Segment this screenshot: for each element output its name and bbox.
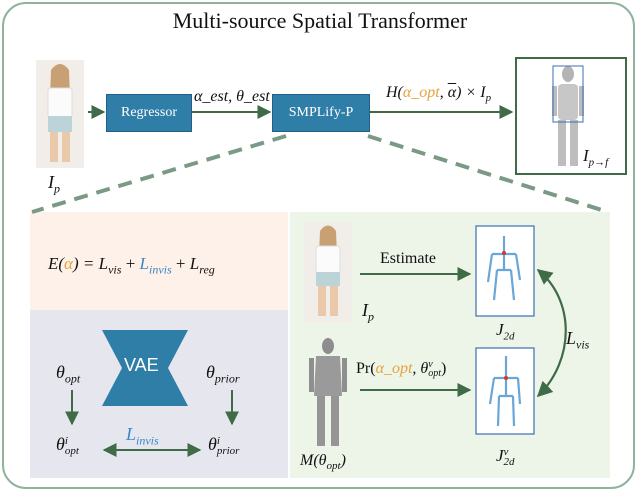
l-vis-label: Lvis bbox=[566, 328, 590, 352]
output-mesh-person bbox=[552, 65, 584, 166]
mesh-label: M(θopt) bbox=[300, 452, 346, 473]
input-photo-top bbox=[36, 60, 84, 168]
input-label-right: Ip bbox=[362, 300, 374, 324]
regressor-box: Regressor bbox=[106, 94, 192, 132]
warp-formula-label: H(α_opt, α) × Ip bbox=[386, 84, 492, 105]
theta-opt-label: θopt bbox=[56, 362, 81, 386]
regressor-label: Regressor bbox=[121, 105, 177, 120]
energy-equation: E(α) = Lvis + Linvis + Lreg bbox=[48, 254, 215, 277]
arrow-lvis-curve bbox=[536, 269, 567, 398]
energy-panel bbox=[30, 212, 288, 310]
mesh-body-figure bbox=[309, 338, 347, 446]
outer-frame bbox=[2, 2, 635, 489]
estimate-label: Estimate bbox=[380, 250, 436, 267]
zoom-line-right bbox=[367, 134, 609, 214]
alpha-theta-est-label: α_est, θ_est bbox=[194, 88, 270, 105]
smplify-label: SMPLify-P bbox=[288, 105, 354, 120]
j2d-label: J2d bbox=[496, 320, 515, 343]
jv2d-joint bbox=[504, 376, 508, 380]
l-invis-label: Linvis bbox=[126, 424, 159, 448]
output-label: Ip→f bbox=[583, 146, 609, 169]
vae-label: VAE bbox=[124, 355, 159, 375]
input-photo-right bbox=[304, 222, 352, 322]
zoom-line-left bbox=[31, 134, 287, 214]
diagram-title: Multi-source Spatial Transformer bbox=[172, 8, 468, 33]
smplify-box: SMPLify-P bbox=[272, 94, 370, 132]
vae-shape bbox=[102, 330, 188, 406]
j2d-joint bbox=[502, 251, 506, 255]
theta-prior-label: θprior bbox=[206, 362, 240, 386]
input-label-top: Ip bbox=[48, 172, 60, 196]
